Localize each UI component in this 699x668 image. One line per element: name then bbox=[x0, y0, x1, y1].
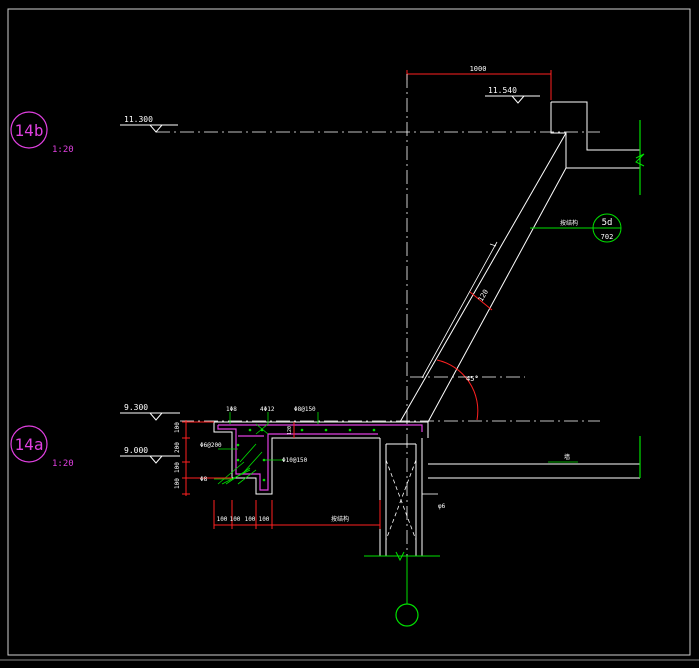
rebar-label-r5: Φ10@150 bbox=[282, 457, 308, 464]
elevation-mark-11300 bbox=[120, 124, 600, 133]
elevation-mark-9000 bbox=[120, 455, 180, 464]
angle-text: 45° bbox=[466, 375, 479, 383]
detail-ref-bottom: 702 bbox=[601, 233, 614, 241]
dimension-h2-text: 100 bbox=[230, 516, 241, 523]
dimension-slope-thk bbox=[469, 291, 493, 311]
elevation-text-9300: 9.300 bbox=[124, 403, 148, 412]
slope-rebar-line bbox=[421, 241, 498, 379]
rebar-label-r2: 4Φ12 bbox=[260, 406, 275, 413]
elevation-mark-9300 bbox=[120, 412, 600, 422]
column-break-symbol bbox=[395, 551, 405, 562]
angle-arc bbox=[436, 359, 479, 421]
section-scale-14b: 1:20 bbox=[52, 145, 74, 155]
rebar-label-r1: 1Φ8 bbox=[226, 406, 237, 413]
rebar-label-r3: Φ8@150 bbox=[294, 406, 316, 413]
rebar-label-r7: 按结构 bbox=[560, 219, 578, 227]
break-symbol-top bbox=[635, 153, 645, 167]
slope-rebar-hook bbox=[489, 243, 497, 247]
dimension-v3-text: 100 bbox=[174, 462, 181, 473]
rebar-label-r6: Φ8 bbox=[200, 476, 208, 483]
dimension-left-vertical bbox=[182, 420, 232, 496]
dimension-h1-text: 100 bbox=[217, 516, 228, 523]
cornice-outline bbox=[213, 421, 429, 495]
elevation-text-9000: 9.000 bbox=[124, 446, 148, 455]
section-scale-14a: 1:20 bbox=[52, 459, 74, 469]
section-tag-14a: 14a bbox=[15, 435, 44, 454]
elevation-text-11300: 11.300 bbox=[124, 115, 153, 124]
viewport-frame bbox=[7, 8, 691, 656]
elevation-text-11540: 11.540 bbox=[488, 86, 517, 95]
axis-bubble bbox=[395, 603, 419, 627]
elevation-mark-11540 bbox=[485, 95, 540, 104]
dimension-v4-text: 100 bbox=[174, 478, 181, 489]
column-outline bbox=[379, 438, 423, 556]
dimension-v2-text: 200 bbox=[174, 442, 181, 453]
dimension-v1-text: 100 bbox=[174, 422, 181, 433]
dimension-top-span-text: 1000 bbox=[470, 65, 487, 73]
dimension-slab-thk-text: 120 bbox=[287, 426, 293, 435]
sloped-slab bbox=[399, 132, 567, 423]
right-slab bbox=[428, 463, 640, 479]
column-rebar-cross bbox=[385, 459, 417, 541]
cornice-rebar bbox=[217, 424, 423, 491]
dimension-h4-text: 100 bbox=[259, 516, 270, 523]
detail-ref-top: 5d bbox=[602, 218, 613, 228]
dimension-h3-text: 100 bbox=[245, 516, 256, 523]
rebar-label-r8: φ6 bbox=[438, 503, 446, 510]
cornice-hatch bbox=[217, 443, 263, 485]
rebar-label-r9: 墙 bbox=[564, 453, 570, 461]
dimension-slope-thk-text: 120 bbox=[477, 288, 490, 303]
rebar-label-r4: Φ6@200 bbox=[200, 442, 222, 449]
dimension-bottom-horizontal bbox=[213, 500, 381, 529]
dimension-slab-label: 按结构 bbox=[331, 515, 349, 523]
section-tag-14b-circle bbox=[10, 111, 48, 149]
section-tag-14a-circle bbox=[10, 425, 48, 463]
section-tag-14b: 14b bbox=[15, 121, 44, 140]
